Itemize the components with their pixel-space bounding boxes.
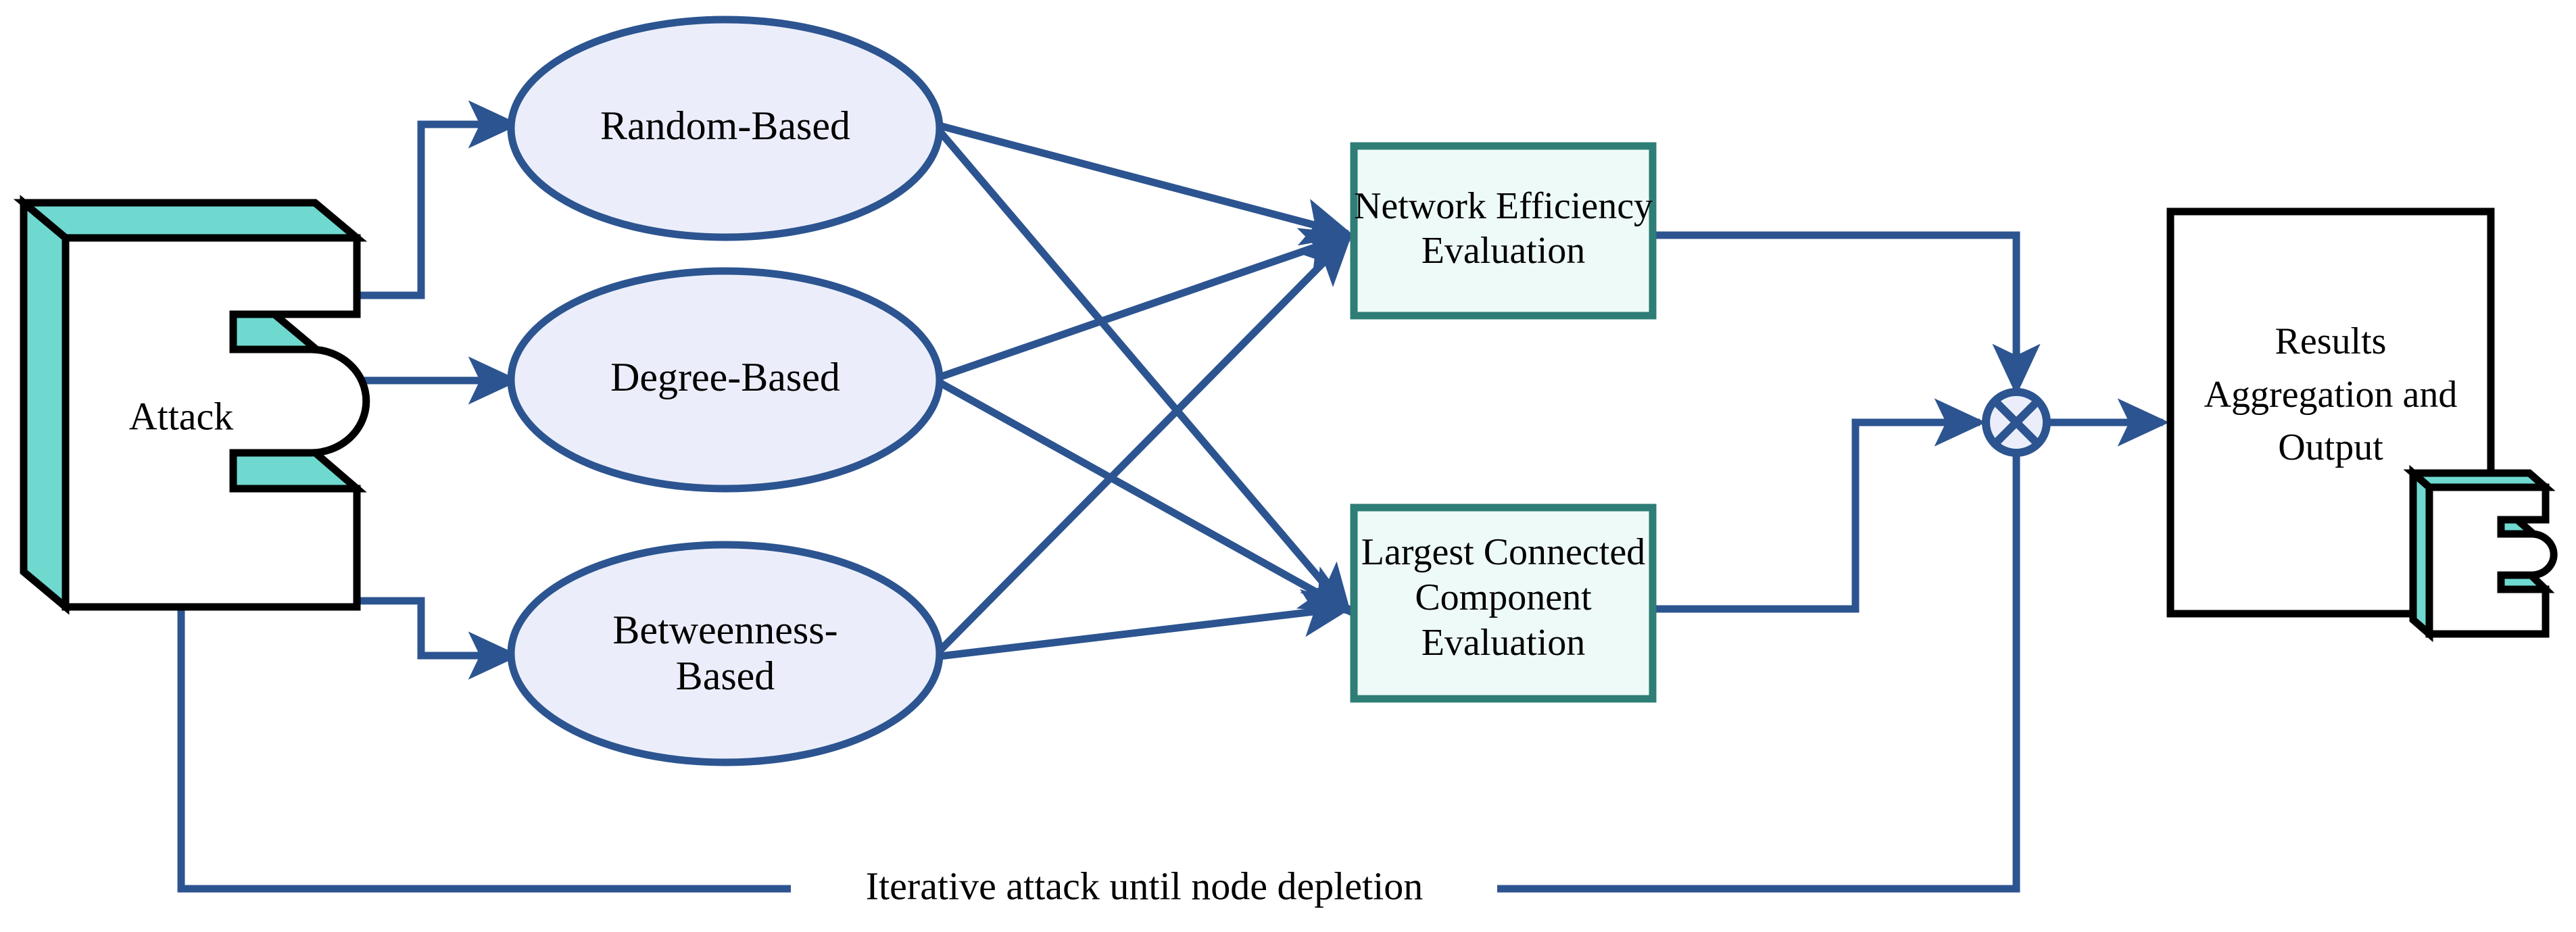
- feedback-path-right: [1497, 454, 2020, 893]
- strategy-ellipse-degree[interactable]: [507, 267, 944, 493]
- attack-icon-upper-tooth-shade: [229, 310, 327, 353]
- strategy-ellipse-betweenness[interactable]: [507, 541, 944, 766]
- evaluation-label-lcc-line2: Component: [1415, 577, 1592, 618]
- strategy-node-degree[interactable]: Degree-Based: [507, 267, 944, 493]
- attack-label: Attack: [129, 394, 234, 438]
- results-output-label-line2: Aggregation and: [2204, 374, 2458, 416]
- edge-lcc-to-merge: [1653, 398, 1987, 613]
- evaluation-node-network-efficiency[interactable]: Network Efficiency Evaluation: [1350, 142, 1657, 320]
- evaluation-box-network-efficiency[interactable]: [1350, 142, 1657, 320]
- strategy-label-random: Random-Based: [600, 103, 850, 148]
- attack-icon-left-face: [20, 195, 70, 615]
- edge-network-efficiency-to-merge: [1653, 231, 2041, 396]
- results-output-box[interactable]: [2166, 207, 2495, 618]
- feedback-loop-label: Iterative attack until node depletion: [866, 864, 1424, 908]
- strategy-node-random[interactable]: Random-Based: [507, 16, 944, 241]
- evaluation-label-lcc-line1: Largest Connected: [1361, 531, 1645, 573]
- attack-icon-top-face: [13, 199, 368, 242]
- edge-betweenness-to-network-efficiency: [937, 233, 1353, 654]
- feedback-loop-edge: [177, 454, 2020, 893]
- attack-source-icon: Attack: [13, 195, 370, 615]
- evaluation-label-network-efficiency-line2: Evaluation: [1421, 230, 1586, 272]
- edge-degree-to-network-efficiency: [938, 228, 1354, 381]
- edge-attack-to-betweenness: [356, 597, 520, 680]
- strategy-label-degree: Degree-Based: [610, 355, 840, 399]
- merge-node-crossing[interactable]: [1982, 388, 2051, 457]
- feedback-path-left: [177, 566, 791, 893]
- evaluation-box-lcc[interactable]: [1350, 504, 1657, 703]
- results-output-block-icon: [2403, 464, 2558, 643]
- results-output-node[interactable]: Results Aggregation and Output: [2166, 207, 2495, 618]
- evaluation-label-network-efficiency-line1: Network Efficiency: [1354, 185, 1653, 227]
- attack-icon-front-face: [62, 234, 370, 611]
- merge-node-x-stroke-2: [1992, 398, 2041, 447]
- results-output-label-line1: Results: [2275, 320, 2387, 362]
- edge-attack-to-random: [356, 100, 520, 299]
- strategy-node-betweenness[interactable]: Betweenness- Based: [507, 541, 944, 766]
- edges-strategies-to-evaluations: [936, 122, 1355, 660]
- strategy-ellipse-random[interactable]: [507, 16, 944, 241]
- edge-betweenness-to-lcc: [939, 589, 1355, 660]
- evaluation-node-lcc[interactable]: Largest Connected Component Evaluation: [1350, 504, 1657, 703]
- evaluation-label-lcc-line3: Evaluation: [1421, 622, 1586, 664]
- edge-degree-to-lcc: [938, 379, 1354, 613]
- output-icon-front-face: [2425, 483, 2558, 638]
- edge-random-to-lcc: [936, 128, 1352, 617]
- strategy-label-betweenness-line2: Based: [676, 654, 775, 698]
- edges-attack-to-strategies: [356, 100, 520, 680]
- edges-evaluations-to-merge: [1653, 231, 2041, 613]
- results-output-label-line3: Output: [2278, 426, 2383, 468]
- edge-random-to-network-efficiency: [938, 122, 1354, 246]
- strategy-label-betweenness-line1: Betweenness-: [612, 608, 837, 652]
